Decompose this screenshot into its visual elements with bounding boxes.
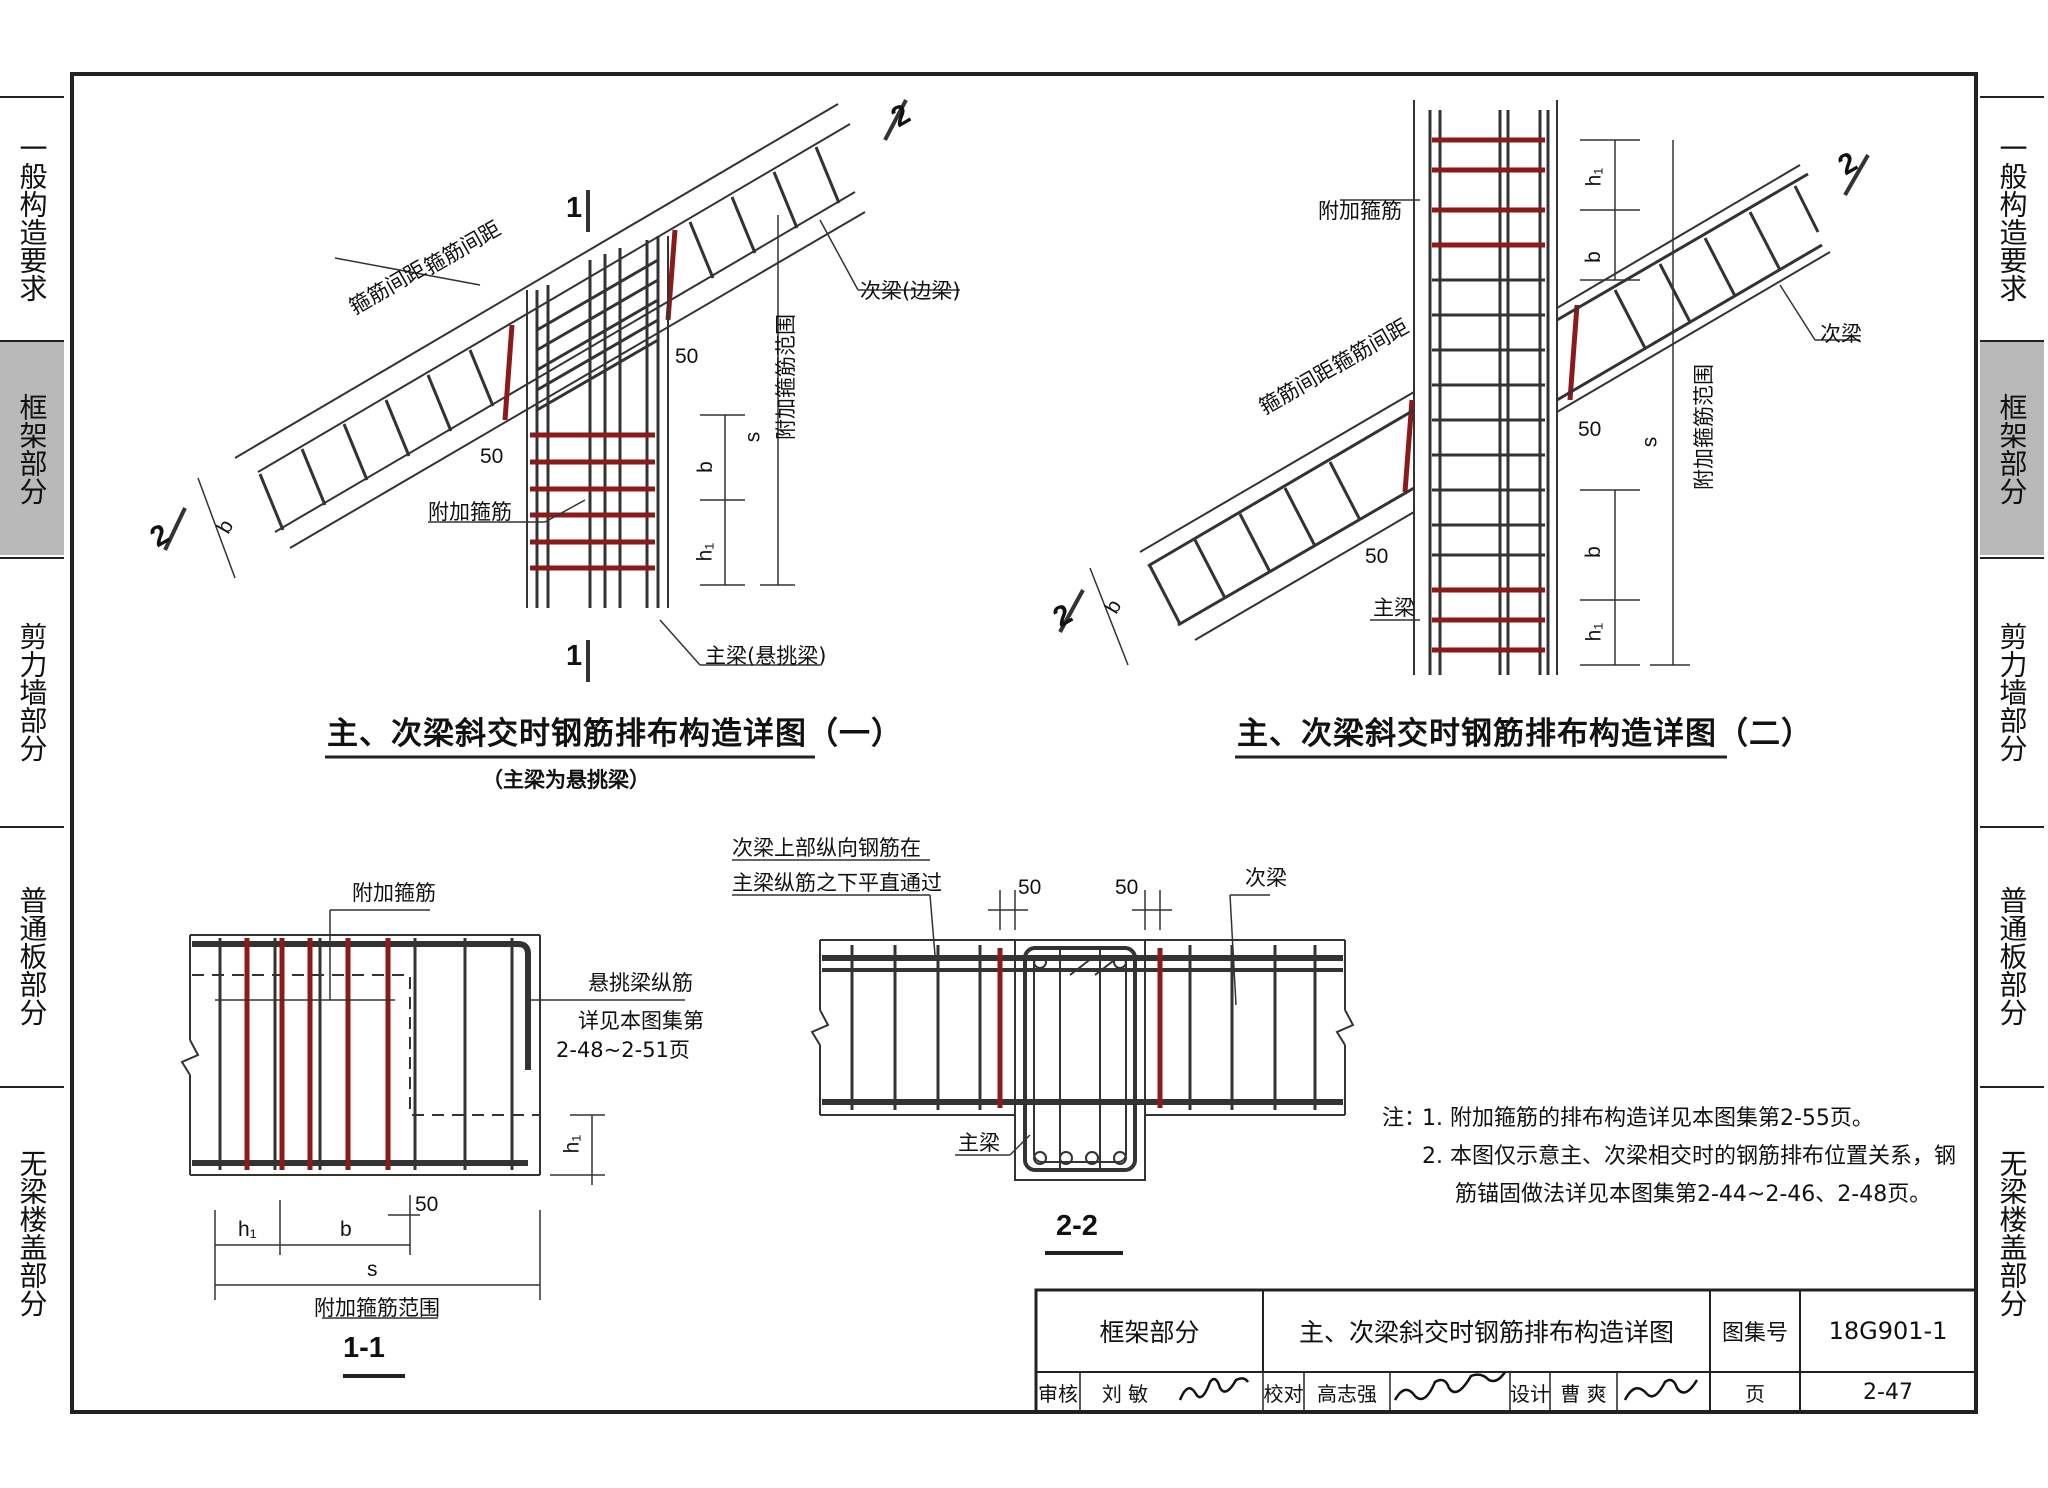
tb-designer: 曹 爽 <box>1560 1381 1607 1406</box>
detail2-dim-b-top: b <box>1581 251 1605 263</box>
tb-design-label: 设计 <box>1510 1381 1550 1406</box>
detail1-title: 主、次梁斜交时钢筋排布构造详图（一） <box>327 716 903 752</box>
detail2-dim-s: s <box>1638 436 1662 448</box>
s22-dim-50-left: 50 <box>1018 876 1042 899</box>
tb-check-label: 校对 <box>1263 1381 1304 1406</box>
detail1-main-beam-label: 主梁(悬挑梁) <box>705 644 827 668</box>
s11-range-label: 附加箍筋范围 <box>314 1296 440 1320</box>
s11-dim-b: b <box>340 1218 352 1241</box>
notes-prefix: 注： <box>1382 1106 1427 1131</box>
tb-review-label: 审核 <box>1038 1381 1078 1406</box>
title-block-grid <box>1034 1288 1978 1414</box>
s22-note-line1: 次梁上部纵向钢筋在 <box>732 836 921 860</box>
detail2-title: 主、次梁斜交时钢筋排布构造详图（二） <box>1237 716 1813 752</box>
detail1-range-label: 附加箍筋范围 <box>774 314 798 440</box>
tb-category: 框架部分 <box>1099 1318 1200 1347</box>
detail2-main-beam-label: 主梁 <box>1373 596 1415 620</box>
tb-drawing-title: 主、次梁斜交时钢筋排布构造详图 <box>1298 1318 1674 1347</box>
left-tab-slab[interactable]: 普通板部分 <box>0 826 64 1084</box>
detail1-section-mark-1-top: 1 <box>566 192 583 224</box>
right-tab-general[interactable]: 一般构造要求 <box>1980 96 2044 338</box>
detail1-dim-h1: h₁ <box>693 542 717 562</box>
detail1-secondary-beam-label: 次梁(边梁) <box>860 279 961 303</box>
s22-main-beam-label: 主梁 <box>958 1131 1000 1155</box>
s22-secondary-beam-label: 次梁 <box>1245 866 1287 890</box>
s11-dim-50: 50 <box>415 1193 439 1216</box>
left-tab-frame[interactable]: 框架部分 <box>0 340 64 555</box>
note-2a: 2. 本图仅示意主、次梁相交时的钢筋排布位置关系，钢 <box>1422 1144 1956 1169</box>
detail2-dim-50-b: 50 <box>1365 545 1389 568</box>
right-tab-flat-slab[interactable]: 无梁楼盖部分 <box>1980 1086 2044 1378</box>
note-2b: 筋锚固做法详见本图集第2-44~2-46、2-48页。 <box>1455 1182 1932 1207</box>
s11-cantilever-bar-label: 悬挑梁纵筋 <box>588 971 693 995</box>
signatures <box>1178 1371 1699 1401</box>
detail1-dim-b: b <box>693 461 717 473</box>
section-2-2-drawing <box>732 859 1355 1181</box>
detail1-dim-50-b: 50 <box>480 445 504 468</box>
left-tab-shear-wall[interactable]: 剪力墙部分 <box>0 557 64 824</box>
s22-section-label: 2-2 <box>1056 1210 1098 1242</box>
detail2-range-label: 附加箍筋范围 <box>1692 364 1716 490</box>
detail1-extra-stirrup-label: 附加箍筋 <box>428 500 512 524</box>
left-tab-flat-slab[interactable]: 无梁楼盖部分 <box>0 1086 64 1378</box>
left-tab-general[interactable]: 一般构造要求 <box>0 96 64 338</box>
right-tab-slab[interactable]: 普通板部分 <box>1980 826 2044 1084</box>
detail2-dim-b-bottom: b <box>1581 546 1605 558</box>
detail1-drawing <box>163 99 960 682</box>
s11-dim-s: s <box>367 1258 378 1281</box>
detail1-section-mark-1-bottom: 1 <box>566 640 583 672</box>
right-tab-shear-wall[interactable]: 剪力墙部分 <box>1980 557 2044 824</box>
section-1-1-drawing <box>180 909 685 1319</box>
detail1-dim-s: s <box>741 431 765 443</box>
note-1: 1. 附加箍筋的排布构造详见本图集第2-55页。 <box>1422 1106 1874 1131</box>
s11-extra-stirrup-label: 附加箍筋 <box>352 881 436 905</box>
tb-atlas-no: 18G901-1 <box>1828 1317 1948 1345</box>
s22-dim-50-right: 50 <box>1115 876 1139 899</box>
detail2-dim-h1-bottom: h₁ <box>1582 622 1606 642</box>
detail1-subtitle: （主梁为悬挑梁） <box>482 768 650 792</box>
detail2-extra-stirrup-label: 附加箍筋 <box>1318 199 1402 223</box>
right-tab-frame[interactable]: 框架部分 <box>1980 340 2044 555</box>
s11-dim-h1: h₁ <box>238 1218 257 1241</box>
tb-atlas-no-label: 图集号 <box>1721 1321 1788 1346</box>
s11-see-ref-line2: 2-48~2-51页 <box>556 1038 690 1062</box>
s22-note-line2: 主梁纵筋之下平直通过 <box>732 871 942 895</box>
s11-see-ref-line1: 详见本图集第 <box>578 1009 704 1033</box>
s11-dim-h1-vertical: h₁ <box>560 1134 584 1154</box>
detail2-secondary-beam-label: 次梁 <box>1820 322 1862 346</box>
detail2-dim-h1-top: h₁ <box>1582 167 1606 187</box>
detail2-dim-50-a: 50 <box>1578 418 1602 441</box>
detail2-drawing <box>1058 100 1870 675</box>
tb-page-label: 页 <box>1745 1381 1765 1406</box>
tb-checker: 高志强 <box>1317 1381 1377 1406</box>
tb-reviewer: 刘 敏 <box>1101 1381 1149 1406</box>
detail1-dim-50-a: 50 <box>675 345 699 368</box>
s11-section-label: 1-1 <box>343 1332 385 1364</box>
tb-page-no: 2-47 <box>1863 1379 1913 1405</box>
